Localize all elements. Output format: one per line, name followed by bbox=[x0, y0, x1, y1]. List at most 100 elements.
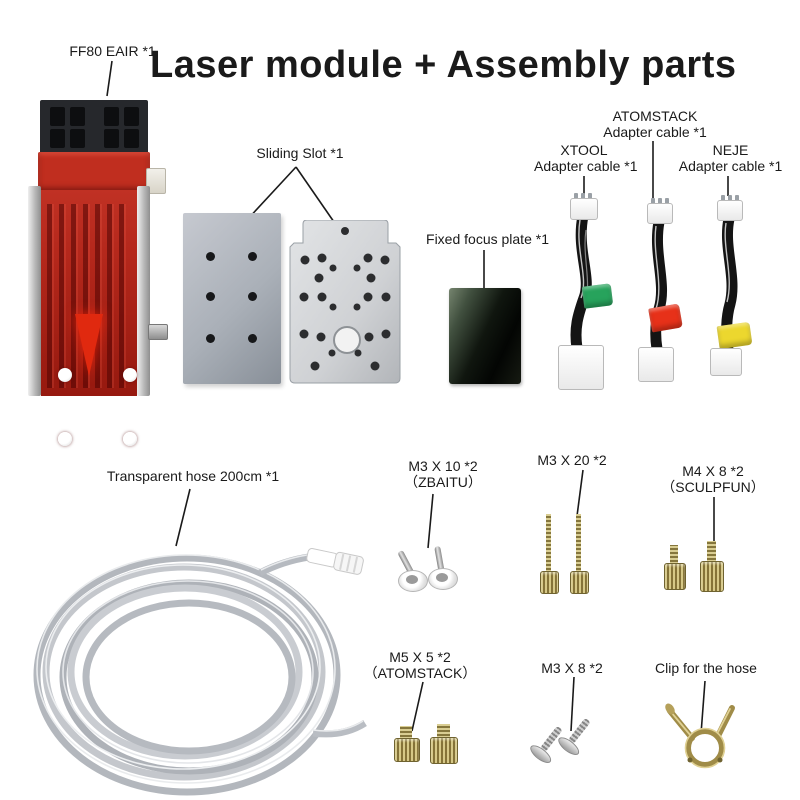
screw-rod bbox=[576, 514, 581, 572]
pointer-line bbox=[295, 166, 335, 223]
label-atomstack-cable: ATOMSTACK Adapter cable *1 bbox=[595, 108, 715, 140]
laser-module-fan-housing bbox=[40, 100, 148, 154]
atomstack-plug-connector bbox=[638, 347, 674, 382]
fan-slot bbox=[50, 107, 65, 126]
jst-connector bbox=[647, 203, 673, 224]
xtool-adapter-cable bbox=[550, 190, 614, 392]
plate-holes bbox=[299, 253, 391, 371]
fan-slot bbox=[50, 129, 65, 148]
laser-module-left-rail bbox=[28, 186, 41, 396]
screw-knurled-head bbox=[540, 571, 559, 594]
label-sliding-slot: Sliding Slot *1 bbox=[256, 145, 344, 161]
label-screw-sculpfun-brand: （SCULPFUN） bbox=[661, 478, 765, 495]
screw-head bbox=[406, 575, 418, 584]
screws-m3x10-zbaitu bbox=[396, 545, 466, 592]
module-screw-hole bbox=[58, 432, 72, 446]
plate-hole bbox=[206, 334, 215, 343]
fixed-focus-plate bbox=[449, 288, 521, 384]
label-hose: Transparent hose 200cm *1 bbox=[106, 468, 280, 484]
label-screw-m3x20: M3 X 20 *2 bbox=[512, 452, 632, 469]
screws-m5x5-atomstack bbox=[392, 724, 462, 766]
fan-slot bbox=[70, 107, 85, 126]
screw-knurled-head bbox=[430, 737, 458, 764]
jst-connector bbox=[570, 198, 598, 220]
label-atomstack-desc: Adapter cable *1 bbox=[603, 123, 707, 140]
plate-hole bbox=[248, 252, 257, 261]
fan-slot bbox=[104, 107, 119, 126]
screws-m3x8 bbox=[527, 716, 604, 776]
label-hose-clip: Clip for the hose bbox=[655, 660, 757, 676]
transparent-hose bbox=[33, 548, 367, 796]
label-screw-sculpfun: M4 X 8 *2 （SCULPFUN） bbox=[653, 463, 773, 495]
connector-pin bbox=[735, 195, 739, 202]
connector-pin bbox=[721, 195, 725, 202]
label-screw-atomstack-brand: （ATOMSTACK） bbox=[363, 664, 477, 681]
plate-hole bbox=[206, 292, 215, 301]
laser-module-top-band bbox=[38, 152, 150, 192]
plate-hole bbox=[248, 334, 257, 343]
label-screw-atomstack: M5 X 5 *2 （ATOMSTACK） bbox=[360, 649, 480, 681]
hose-end-fitting bbox=[306, 548, 364, 575]
module-screw-hole bbox=[123, 432, 137, 446]
screw-head bbox=[436, 573, 448, 582]
plate-hole bbox=[248, 292, 257, 301]
screw-rod bbox=[400, 726, 412, 739]
label-screw-atomstack-size: M5 X 5 *2 bbox=[389, 649, 451, 665]
laser-module-side-connector bbox=[146, 168, 166, 194]
module-screw-hole bbox=[123, 368, 137, 382]
screw-knurled-head bbox=[570, 571, 589, 594]
label-fixed-focus-plate: Fixed focus plate *1 bbox=[426, 231, 549, 247]
label-screw-zbaitu: M3 X 10 *2 （ZBAITU） bbox=[383, 458, 503, 490]
screw-rod bbox=[437, 724, 450, 738]
connector-pin bbox=[651, 198, 655, 205]
label-atomstack-brand: ATOMSTACK bbox=[612, 108, 698, 124]
sliding-slot-plate-drilled bbox=[289, 220, 401, 384]
connector-pin bbox=[574, 193, 578, 200]
laser-nozzle bbox=[75, 314, 103, 376]
screw-knurled-head bbox=[700, 561, 724, 592]
plate-outline bbox=[289, 220, 401, 384]
connector-pin bbox=[665, 198, 669, 205]
module-screw-hole bbox=[58, 368, 72, 382]
plate-hole bbox=[206, 252, 215, 261]
laser-module-body bbox=[41, 190, 137, 446]
fan-slot bbox=[124, 129, 139, 148]
module-side-bolt bbox=[148, 324, 168, 340]
label-neje-desc: Adapter cable *1 bbox=[678, 157, 783, 174]
laser-module-right-rail bbox=[137, 186, 150, 396]
screw-rod bbox=[546, 514, 551, 572]
neje-plug-connector bbox=[710, 348, 742, 376]
pointer-line bbox=[427, 493, 434, 549]
connector-pin bbox=[728, 195, 732, 202]
screw-knurled-head bbox=[664, 563, 686, 590]
label-screw-sculpfun-size: M4 X 8 *2 bbox=[682, 463, 744, 479]
fan-slot bbox=[70, 129, 85, 148]
label-neje-brand: NEJE bbox=[712, 142, 749, 158]
label-screw-m3x20-size: M3 X 20 *2 bbox=[537, 452, 607, 468]
page-title: Laser module + Assembly parts bbox=[150, 44, 737, 86]
label-screw-zbaitu-size: M3 X 10 *2 bbox=[408, 458, 478, 474]
fan-slot bbox=[124, 107, 139, 126]
label-screw-zbaitu-brand: （ZBAITU） bbox=[404, 473, 482, 490]
fan-slot bbox=[104, 129, 119, 148]
sliding-slot-plate-plain bbox=[183, 213, 281, 384]
pointer-line bbox=[576, 469, 584, 517]
hose-clip bbox=[665, 703, 735, 769]
label-neje-cable: NEJE Adapter cable *1 bbox=[678, 142, 783, 174]
atomstack-adapter-cable bbox=[633, 194, 695, 386]
connector-pin bbox=[581, 193, 585, 200]
xtool-plug-connector bbox=[558, 345, 604, 390]
jst-connector bbox=[717, 200, 743, 221]
screw-rod bbox=[567, 717, 591, 745]
label-xtool-cable: XTOOL Adapter cable *1 bbox=[534, 142, 638, 174]
neje-adapter-cable bbox=[703, 192, 769, 376]
laser-module bbox=[28, 98, 174, 446]
label-laser-module: FF80 EAIR *1 bbox=[69, 43, 156, 59]
label-xtool-brand: XTOOL bbox=[560, 142, 608, 158]
screws-m3x20 bbox=[538, 514, 598, 594]
neje-color-tag bbox=[716, 321, 753, 350]
label-screw-m3x8-size: M3 X 8 *2 bbox=[541, 660, 603, 676]
screws-m4x8-sculpfun bbox=[662, 538, 728, 592]
connector-pin bbox=[658, 198, 662, 205]
pointer-line bbox=[106, 60, 113, 97]
